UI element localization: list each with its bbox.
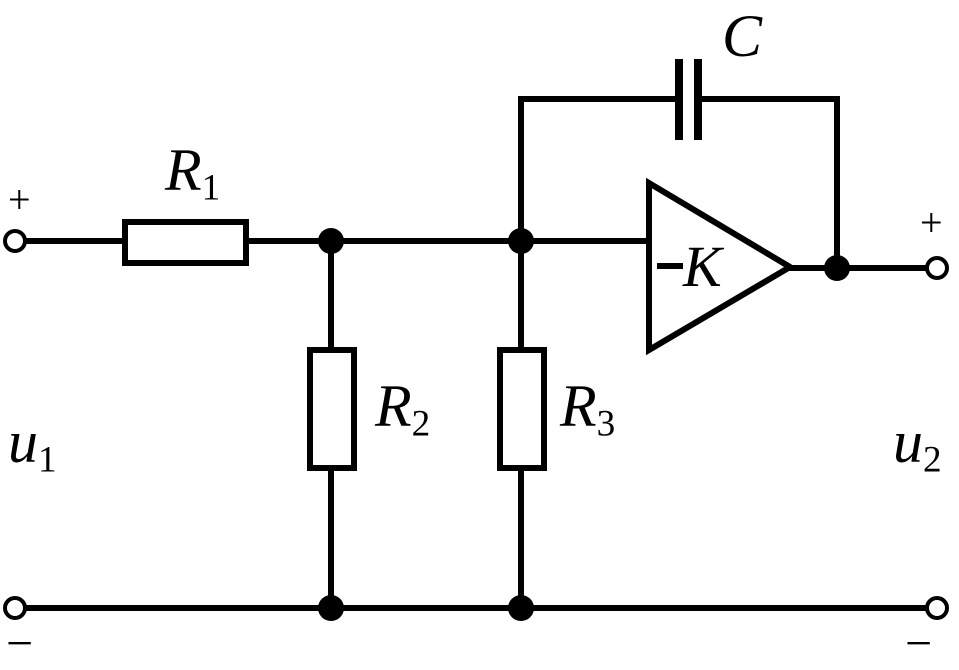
output-terminal-top	[925, 256, 949, 280]
wire-feedback-right	[698, 96, 840, 271]
input-minus-sign: −	[6, 617, 34, 670]
label-c: C	[722, 3, 763, 69]
output-plus-sign: +	[920, 200, 943, 245]
amplifier-minus-sign	[657, 263, 683, 269]
amplifier-gain: K	[683, 234, 722, 299]
junction-node	[508, 595, 534, 621]
junction-node	[508, 228, 534, 254]
label-r3: R3	[560, 373, 616, 445]
resistor-r2	[307, 347, 357, 471]
label-r2: R2	[375, 373, 431, 445]
input-terminal-bottom	[3, 596, 27, 620]
output-minus-sign: −	[905, 617, 933, 670]
junction-node	[824, 255, 850, 281]
input-plus-sign: +	[8, 177, 31, 222]
input-voltage-label: u1	[8, 409, 57, 481]
junction-node	[318, 595, 344, 621]
circuit-diagram	[3, 59, 949, 621]
output-voltage-label: u2	[893, 409, 942, 481]
wire-feedback-left	[518, 96, 678, 244]
resistor-r3	[497, 347, 547, 471]
junction-node	[318, 228, 344, 254]
resistor-r1	[122, 219, 249, 266]
label-r1: R1	[165, 137, 221, 209]
output-terminal-bottom	[925, 596, 949, 620]
amplifier-triangle	[646, 177, 796, 356]
input-terminal-top	[3, 229, 27, 253]
